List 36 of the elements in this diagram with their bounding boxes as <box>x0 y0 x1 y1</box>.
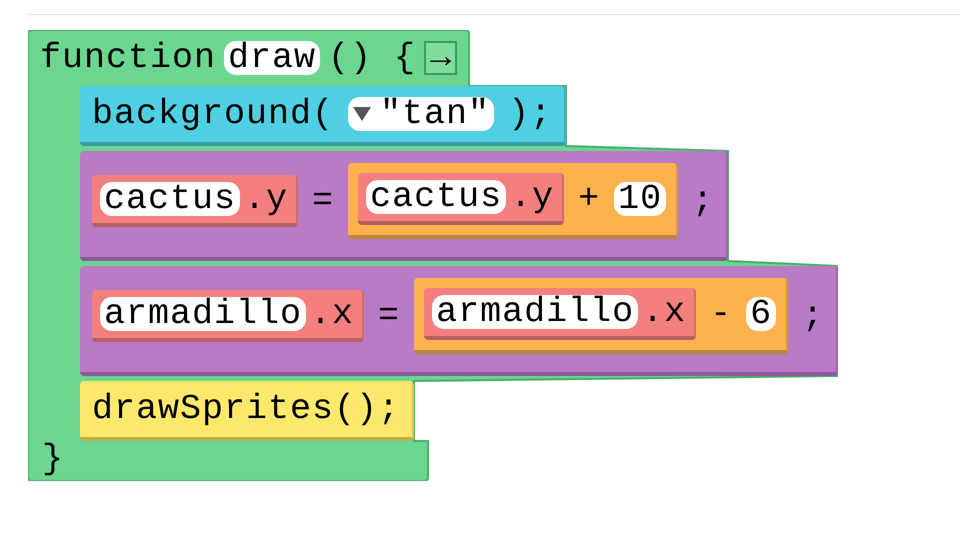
code-text: ); <box>508 94 552 134</box>
code-block <box>80 266 838 376</box>
dropdown-field <box>348 97 494 131</box>
text-field: armadillo <box>100 297 306 331</box>
code-text: .y <box>510 177 554 217</box>
code-text: + <box>578 179 600 219</box>
code-block <box>358 173 564 225</box>
code-block: drawSprites(); <box>80 381 414 441</box>
text-field: draw <box>224 41 320 75</box>
code-text: .x <box>642 292 686 332</box>
code-text: "tan" <box>380 97 490 131</box>
code-block <box>424 288 696 340</box>
code-text: () { <box>328 38 416 78</box>
code-block <box>92 290 364 342</box>
code-text: function <box>40 38 216 78</box>
code-text: .x <box>310 294 354 334</box>
code-text: .y <box>244 179 288 219</box>
code-text: = <box>378 296 400 336</box>
function-block <box>28 30 838 481</box>
code-text: = <box>312 181 334 221</box>
code-text: - <box>710 294 732 334</box>
code-block <box>92 175 298 227</box>
code-block <box>80 86 566 146</box>
code-text: background( <box>92 94 334 134</box>
code-block <box>414 278 788 354</box>
code-text: ; <box>692 181 714 221</box>
number-field: 6 <box>746 297 776 331</box>
number-field: 10 <box>614 182 666 216</box>
code-text: ; <box>802 296 824 336</box>
arrow-button: → <box>424 41 458 75</box>
code-text: } <box>42 439 64 479</box>
text-field: armadillo <box>432 295 638 329</box>
code-block <box>80 151 728 261</box>
code-block <box>348 163 678 239</box>
text-field: cactus <box>100 182 240 216</box>
text-field: cactus <box>366 180 506 214</box>
